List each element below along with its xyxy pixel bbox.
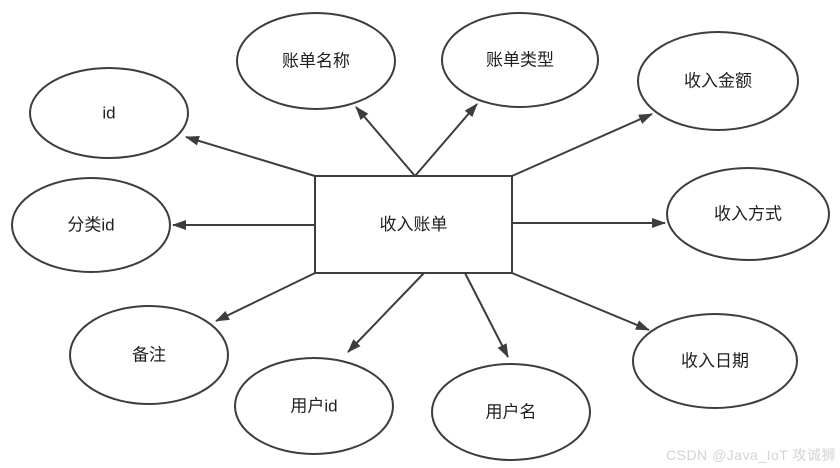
relation-arrow-user-name — [464, 272, 509, 358]
attribute-label-income-amount: 收入金额 — [684, 72, 752, 91]
attribute-ellipse-category-id — [11, 177, 171, 273]
attribute-ellipse-id — [29, 67, 189, 159]
relation-arrow-income-amount — [511, 113, 653, 177]
relation-arrow-user-id — [347, 272, 425, 353]
attribute-ellipse-income-amount — [637, 31, 799, 131]
entity-box-income-bill — [314, 175, 513, 274]
relation-arrow-id — [185, 135, 316, 177]
attribute-label-income-date: 收入日期 — [681, 352, 749, 371]
attribute-ellipse-bill-type — [441, 12, 599, 108]
attribute-ellipse-bill-name — [236, 12, 396, 110]
attribute-label-id: id — [102, 104, 115, 123]
attribute-ellipse-user-id — [234, 357, 394, 455]
attribute-label-user-id: 用户id — [290, 397, 337, 416]
attribute-ellipse-remark — [69, 305, 229, 405]
attribute-label-bill-name: 账单名称 — [282, 52, 350, 71]
entity-label-income-bill: 收入账单 — [380, 215, 448, 234]
attribute-ellipse-income-date — [632, 313, 798, 409]
attribute-label-bill-type: 账单类型 — [486, 51, 554, 70]
attribute-label-remark: 备注 — [132, 346, 166, 365]
attribute-label-user-name: 用户名 — [486, 403, 537, 422]
attribute-ellipse-income-method — [666, 167, 830, 261]
relation-arrow-income-date — [511, 272, 650, 331]
relation-arrow-bill-type — [414, 103, 478, 177]
csdn-watermark: CSDN @Java_IoT 攻诚狮 — [666, 447, 836, 463]
attribute-label-category-id: 分类id — [67, 216, 114, 235]
attribute-ellipse-user-name — [431, 363, 591, 461]
relation-arrow-bill-name — [355, 106, 416, 177]
attribute-label-income-method: 收入方式 — [714, 205, 782, 224]
relation-arrow-remark — [215, 272, 316, 322]
